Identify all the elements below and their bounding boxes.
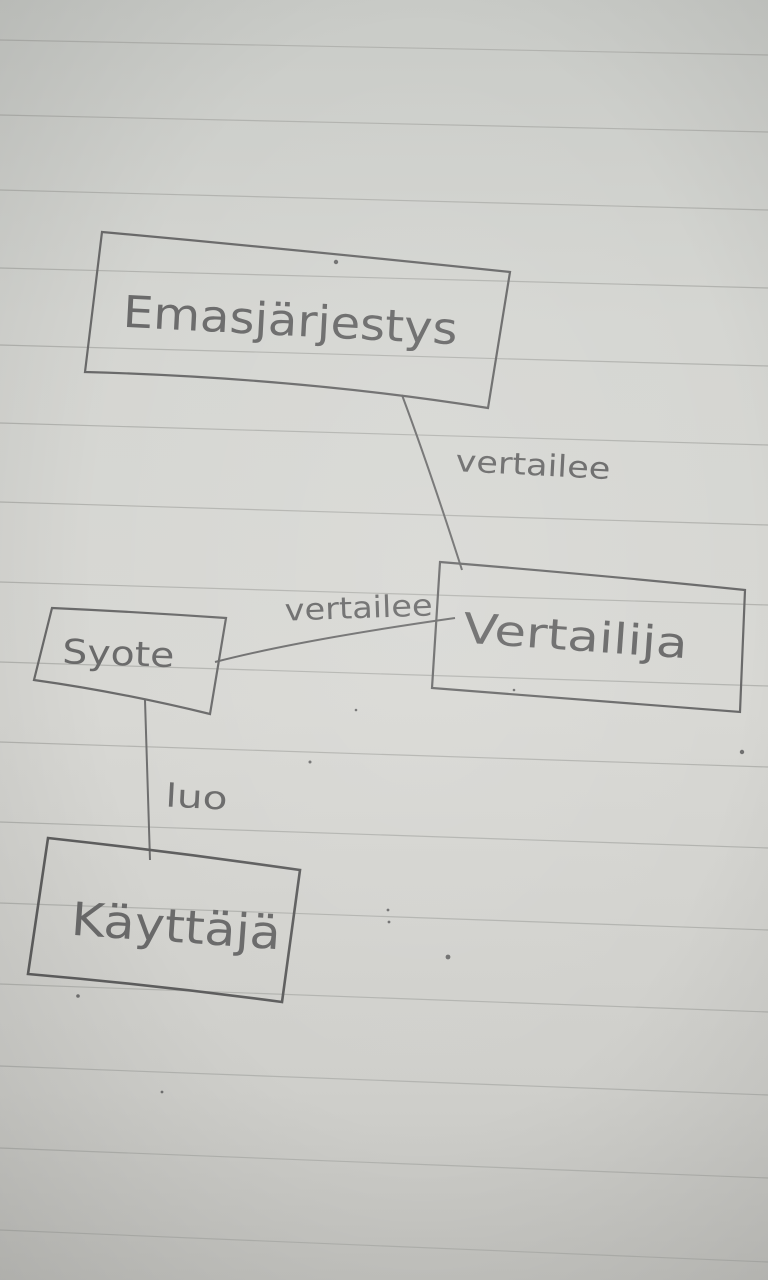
connector-syote-kayttaja (144, 699, 151, 861)
rule-line (0, 267, 768, 289)
speck (445, 954, 451, 960)
rule-line (0, 501, 768, 526)
entity-kayttaja: Käyttäjä (26, 836, 302, 1004)
rule-line (0, 39, 768, 56)
speck (160, 1090, 164, 1094)
entity-label-syote: Syote (62, 632, 175, 676)
entity-box (430, 560, 747, 714)
entity-box (32, 606, 228, 716)
speck (308, 760, 312, 764)
entity-label-emasjarjestys: Emasjärjestys (122, 287, 459, 355)
relation-label-syote-vertailija: vertailee (284, 588, 433, 628)
entity-label-kayttaja: Käyttäjä (69, 892, 282, 961)
entity-syote: Syote (32, 606, 228, 716)
entity-emasjarjestys: Emasjärjestys (83, 230, 512, 410)
connector-syote-vertailija (214, 617, 456, 663)
speck (512, 688, 516, 692)
speck (333, 259, 339, 265)
speck (354, 708, 358, 712)
rule-line (0, 983, 768, 1013)
rule-line (0, 422, 768, 446)
rule-line (0, 344, 768, 367)
entity-vertailija: Vertailija (430, 560, 747, 714)
rule-line (0, 902, 768, 931)
rule-line (0, 741, 768, 768)
connector-emasjarjestys-vertailija (401, 394, 463, 571)
entity-box (26, 836, 302, 1004)
speck (387, 920, 391, 924)
relation-label-emas-vertailija: vertailee (455, 444, 612, 487)
rule-line (0, 1229, 768, 1263)
entity-box (83, 230, 512, 410)
speck (739, 749, 745, 755)
rule-line (0, 581, 768, 606)
rule-line (0, 1147, 768, 1179)
relation-label-syote-kayttaja: luo (165, 776, 229, 817)
rule-line (0, 189, 768, 211)
rule-line (0, 821, 768, 849)
entity-label-vertailija: Vertailija (462, 604, 690, 669)
rule-line (0, 1065, 768, 1096)
speck (76, 994, 80, 998)
pencil-specks (76, 259, 745, 1094)
speck (386, 908, 390, 912)
rule-line (0, 114, 768, 133)
rule-line (0, 661, 768, 687)
